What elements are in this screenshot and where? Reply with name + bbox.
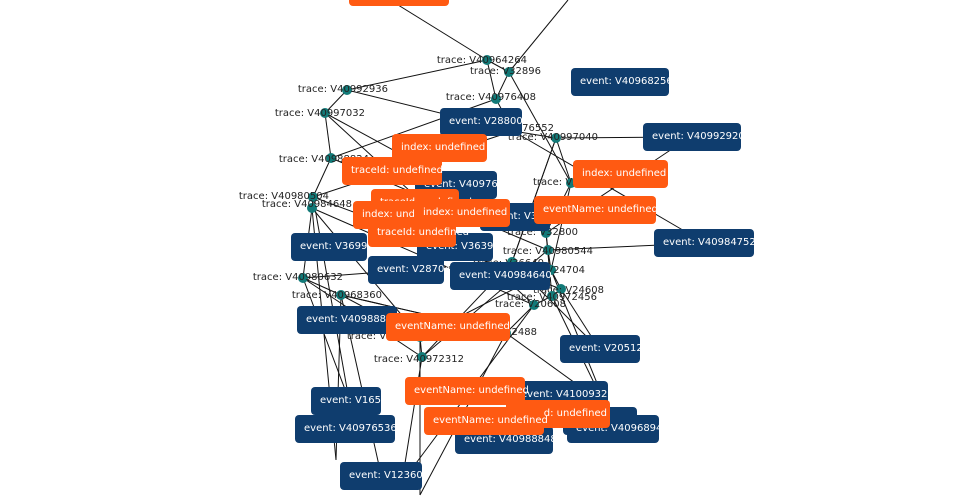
- graph-edge: [389, 0, 488, 61]
- graph-edge: [324, 89, 348, 114]
- graph-edge: [505, 304, 535, 334]
- trace-node-label: trace: V40964264: [437, 55, 527, 66]
- trace-node[interactable]: [320, 108, 330, 118]
- detail-node-box[interactable]: index: undefined: [573, 160, 668, 188]
- trace-node[interactable]: [342, 85, 352, 95]
- trace-node-label: trace: V24608: [533, 285, 604, 296]
- detail-node-box[interactable]: traceId: undefined: [342, 157, 443, 185]
- detail-node-box[interactable]: eventName: undefined: [386, 313, 510, 341]
- graph-edge: [346, 59, 488, 91]
- detail-node-box[interactable]: traceId: undefined: [368, 219, 469, 247]
- graph-edge: [508, 0, 569, 73]
- trace-node[interactable]: [298, 273, 308, 283]
- graph-edge: [312, 196, 350, 401]
- trace-node[interactable]: [491, 94, 501, 104]
- graph-edge: [324, 112, 332, 159]
- event-node-box[interactable]: event: V28800: [440, 108, 523, 136]
- trace-node-label: trace: V40980504: [239, 191, 329, 202]
- trace-node-label: trace: V40988824: [279, 154, 369, 165]
- event-node-box[interactable]: event: V40988840: [297, 306, 399, 334]
- detail-node-box[interactable]: eventName: undefined: [405, 377, 529, 405]
- event-node-box[interactable]: event: V20512: [560, 335, 643, 363]
- event-node-box[interactable]: event: V36992: [291, 233, 374, 261]
- trace-node-label: trace: V40992936: [298, 84, 388, 95]
- trace-node-label: trace: V40980544: [503, 246, 593, 257]
- trace-node[interactable]: [308, 192, 318, 202]
- event-node-box[interactable]: event: V16544: [311, 387, 394, 415]
- trace-node[interactable]: [547, 291, 557, 301]
- trace-node-label: trace: V24736: [533, 177, 604, 188]
- detail-node-box[interactable]: eventName: undefined: [534, 196, 658, 224]
- trace-node-label: trace: V40997040: [508, 132, 598, 143]
- trace-node-label: trace: V32800: [507, 227, 578, 238]
- trace-node-label: trace: V40984648: [262, 199, 352, 210]
- event-node-box[interactable]: event: V40984640: [450, 262, 552, 290]
- graph-edge: [302, 277, 350, 401]
- trace-node[interactable]: [551, 133, 561, 143]
- event-node-box[interactable]: event: V40984752: [654, 229, 756, 257]
- trace-node[interactable]: [556, 284, 566, 294]
- graph-edge: [302, 277, 342, 296]
- trace-node[interactable]: [307, 203, 317, 213]
- trace-node-label: trace: V40980632: [253, 272, 343, 283]
- trace-node[interactable]: [529, 300, 539, 310]
- trace-node-label: trace: V40997032: [275, 108, 365, 119]
- trace-node-label: trace: V20608: [495, 299, 566, 310]
- trace-node[interactable]: [326, 153, 336, 163]
- trace-node[interactable]: [482, 55, 492, 65]
- event-node-box[interactable]: event: V12360: [340, 462, 423, 490]
- trace-node-label: trace: V40972312: [374, 354, 464, 365]
- trace-node[interactable]: [543, 245, 553, 255]
- trace-node[interactable]: [504, 67, 514, 77]
- trace-node[interactable]: [417, 352, 427, 362]
- event-node-box[interactable]: event: V40976536: [295, 415, 397, 443]
- trace-node[interactable]: [336, 290, 346, 300]
- event-node-box[interactable]: event: V40968256: [571, 68, 673, 96]
- graph-edge: [486, 59, 497, 100]
- event-node-box[interactable]: event: V40992920: [643, 123, 745, 151]
- trace-node-label: trace: V40972456: [507, 292, 597, 303]
- detail-node-box[interactable]: eventName: undefined: [424, 407, 548, 435]
- trace-node-label: trace: V40968360: [292, 290, 382, 301]
- detail-box-offscreen[interactable]: [349, 0, 449, 6]
- trace-node-label: trace: V32896: [470, 66, 541, 77]
- trace-node-label: trace: V40976408: [446, 92, 536, 103]
- graph-edge: [312, 157, 332, 198]
- graph-edge: [508, 71, 572, 184]
